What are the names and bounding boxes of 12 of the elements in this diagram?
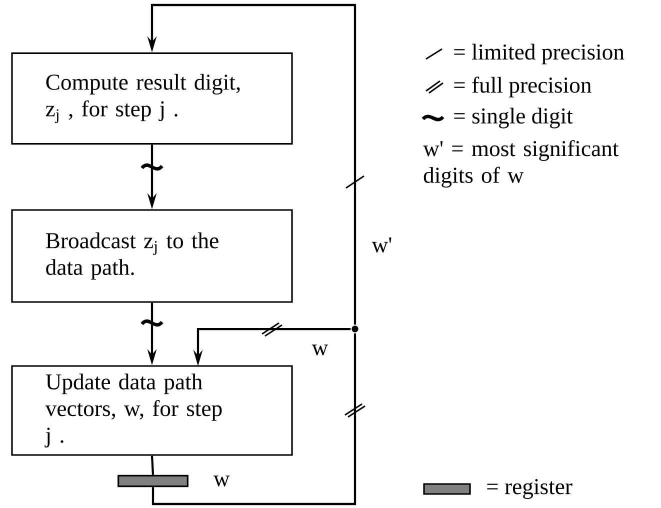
legend-text: = single digit [454,108,573,128]
legend-text: w' = most significant digits of w [423,140,619,188]
process-box: Broadcast z$_{j}$ to the data path. [11,209,293,303]
edge-label: w [310,343,330,357]
legend-text: = full precision [454,76,592,98]
process-box: Update data path vectors, w, for step j . [11,365,293,456]
register-label: w [213,476,230,486]
process-box: Compute result digit, z$_{j}$ , for step j . [11,52,293,145]
edge-label: w' [370,236,394,254]
register-bar [118,474,188,488]
legend-text: = limited precision [454,44,624,64]
legend-text: = register [487,479,572,499]
